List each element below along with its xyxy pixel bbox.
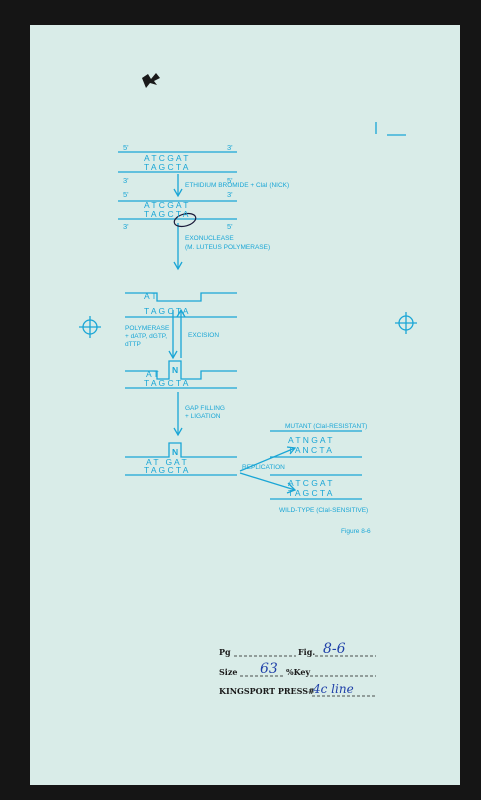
three-prime-label: 3': [123, 222, 129, 231]
wildtype-sequence-bottom: T A G C T A: [288, 488, 333, 498]
pg-label: Pg: [219, 647, 231, 657]
key-label: %Key: [286, 667, 310, 677]
excision-label: EXCISION: [188, 332, 219, 339]
sequence-bottom: T A G C T A: [144, 465, 189, 475]
five-prime-label: 5': [227, 176, 233, 185]
five-prime-label: 5': [123, 190, 129, 199]
diagram-text: 5' 3' A T C G A T T A G C T A 3' 5' ETHI…: [123, 143, 371, 535]
figure-caption: Figure 8-6: [341, 528, 371, 535]
wildtype-sequence-top: A T C G A T: [288, 478, 332, 488]
sequence-top: A T: [144, 291, 157, 301]
replication-label: REPLICATION: [242, 464, 285, 471]
n-base: N: [172, 365, 178, 375]
sequence-top: A T C G A T: [144, 153, 188, 163]
polymerase-label: POLYMERASE: [125, 325, 170, 332]
fig-label: Fig.: [298, 647, 315, 657]
arrow-label-nick: ETHIDIUM BROMIDE + ClaI (NICK): [185, 182, 289, 189]
arrow-label-gap-filling: GAP FILLING: [185, 405, 225, 412]
sequence-top: A T C G A T: [144, 200, 188, 210]
mutant-label: MUTANT (ClaI-RESISTANT): [285, 423, 367, 430]
three-prime-label: 3': [227, 190, 233, 199]
printer-form: Pg Fig. 8-6 Size 63 %Key KINGSPORT PRESS…: [219, 641, 376, 697]
press-value: 4c line: [312, 682, 354, 696]
five-prime-label: 5': [227, 222, 233, 231]
size-value: 63: [260, 661, 278, 677]
polymerase-label: dTTP: [125, 341, 141, 348]
diagram-lines: [79, 122, 417, 500]
nick-circle-mark: [173, 212, 197, 228]
wildtype-label: WILD-TYPE (ClaI-SENSITIVE): [279, 507, 368, 514]
figure-svg: 5' 3' A T C G A T T A G C T A 3' 5' ETHI…: [79, 73, 417, 697]
sequence-bottom: T A G C T A: [144, 306, 189, 316]
fig-value: 8-6: [323, 641, 346, 657]
size-label: Size: [219, 667, 237, 677]
sequence-bottom: T A G C T A: [144, 209, 189, 219]
mutant-sequence-top: A T N G A T: [288, 435, 332, 445]
arrow-label-ligation: + LIGATION: [185, 413, 221, 420]
mutant-sequence-bottom: T A N C T A: [288, 445, 332, 455]
three-prime-label: 3': [227, 143, 233, 152]
arrow-label-exonuclease: EXONUCLEASE: [185, 235, 234, 242]
paper-sheet: 5' 3' A T C G A T T A G C T A 3' 5' ETHI…: [30, 25, 460, 785]
sequence-bottom: T A G C T A: [144, 162, 189, 172]
sequence-top: A T: [146, 369, 159, 379]
ink-smudge: [142, 73, 160, 88]
sequence-top: A T G A T: [146, 457, 187, 467]
five-prime-label: 5': [123, 143, 129, 152]
sequence-bottom: T A G C T A: [144, 378, 189, 388]
press-label: KINGSPORT PRESS#: [219, 686, 315, 696]
n-base: N: [172, 447, 178, 457]
three-prime-label: 3': [123, 176, 129, 185]
polymerase-label: + dATP, dGTP,: [125, 333, 167, 340]
arrow-label-polymerase: (M. LUTEUS POLYMERASE): [185, 244, 270, 251]
